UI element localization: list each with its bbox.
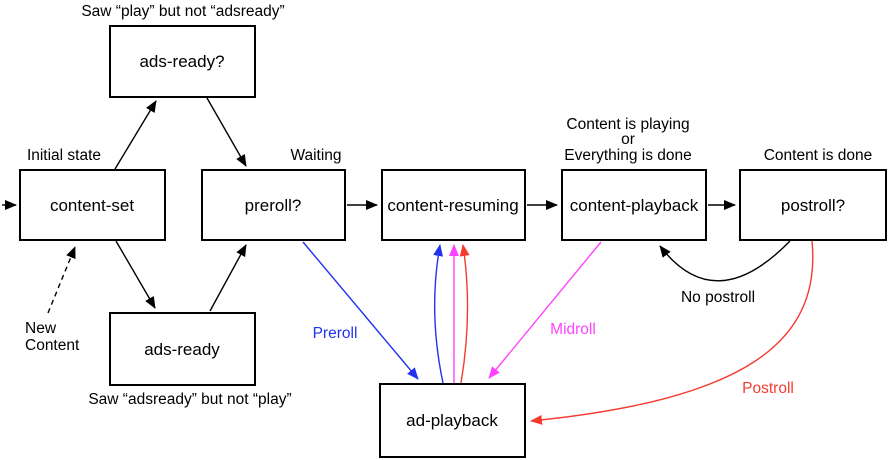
- note-content-playing-line2: or: [621, 131, 635, 148]
- edge-new-content-to-content-set: [47, 246, 76, 314]
- edge-no-postroll-return: [659, 240, 791, 282]
- state-ads-ready-q: ads-ready?: [109, 25, 256, 98]
- edge-ad-playback-return-preroll: [433, 244, 444, 384]
- state-content-playback: content-playback: [561, 169, 707, 241]
- note-new-content-line2: Content: [25, 337, 80, 354]
- state-label: postroll?: [781, 196, 845, 215]
- note-waiting: Waiting: [290, 147, 341, 164]
- edge-ads-ready-to-preroll: [209, 244, 247, 312]
- edge-preroll-to-ad-playback: [302, 241, 419, 380]
- note-saw-adsready: Saw “adsready” but not “play”: [88, 391, 291, 408]
- state-preroll-q: preroll?: [201, 169, 346, 241]
- edge-content-playback-to-ad-playback: [488, 241, 602, 379]
- note-new-content-line1: New: [25, 320, 57, 337]
- state-box: [739, 169, 887, 241]
- note-content-done: Content is done: [764, 147, 873, 164]
- state-ad-playback: ad-playback: [379, 383, 526, 458]
- note-saw-play: Saw “play” but not “adsready”: [81, 3, 284, 20]
- label-midroll: Midroll: [550, 321, 596, 338]
- state-box: [381, 169, 526, 241]
- edge-content-set-to-ads-ready-q: [114, 100, 157, 170]
- state-label: ad-playback: [406, 411, 498, 430]
- state-label: ads-ready: [144, 340, 220, 359]
- state-content-resuming: content-resuming: [381, 169, 526, 241]
- state-ads-ready: ads-ready: [109, 312, 256, 386]
- edge-postroll-to-ad-playback: [530, 240, 814, 425]
- label-preroll: Preroll: [313, 325, 358, 342]
- state-box: [19, 169, 166, 241]
- note-content-playing-line3: Everything is done: [564, 147, 692, 164]
- state-content-set: content-set: [19, 169, 166, 241]
- state-label: content-set: [50, 196, 134, 215]
- state-postroll-q: postroll?: [739, 169, 887, 241]
- edge-ads-ready-q-to-preroll: [206, 97, 247, 167]
- edge-ad-playback-return-postroll: [459, 244, 470, 384]
- state-label: preroll?: [245, 196, 302, 215]
- note-content-playing-line1: Content is playing: [566, 116, 689, 133]
- note-initial-state: Initial state: [27, 147, 101, 164]
- state-box: [109, 312, 256, 386]
- label-postroll: Postroll: [742, 380, 794, 397]
- state-label: content-playback: [570, 196, 699, 215]
- state-box: [561, 169, 707, 241]
- note-no-postroll: No postroll: [681, 289, 755, 306]
- edge-content-set-to-ads-ready: [115, 240, 156, 309]
- state-box: [109, 25, 256, 98]
- state-label: content-resuming: [387, 196, 518, 215]
- state-box: [379, 383, 526, 458]
- state-box: [201, 169, 346, 241]
- state-label: ads-ready?: [139, 52, 224, 71]
